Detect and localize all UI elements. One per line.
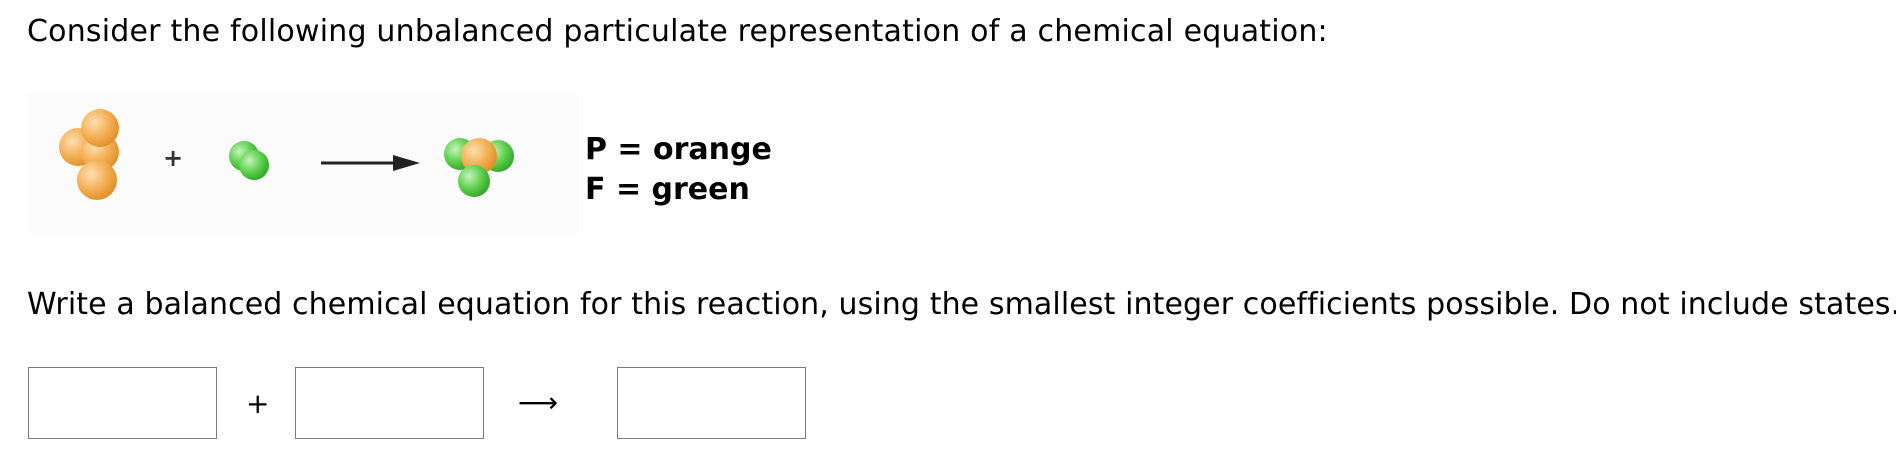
p4-molecule: [59, 109, 119, 200]
pf3-molecule: [444, 138, 514, 197]
f2-molecule: [229, 141, 269, 180]
reaction-diagram: +: [59, 109, 514, 200]
reactant-1-input[interactable]: [28, 367, 217, 439]
plus-symbol: +: [163, 144, 183, 172]
prompt-text: Consider the following unbalanced partic…: [27, 14, 1328, 49]
color-legend: P = orange F = green: [585, 130, 772, 210]
product-1-input[interactable]: [617, 367, 806, 439]
instruction-text: Write a balanced chemical equation for t…: [27, 287, 1896, 322]
legend-phosphorus: P = orange: [585, 132, 772, 167]
answer-plus-symbol: +: [246, 387, 270, 420]
legend-fluorine: F = green: [585, 172, 750, 207]
answer-arrow-icon: ⟶: [518, 386, 559, 419]
reactant-2-input[interactable]: [295, 367, 484, 439]
particulate-figure: +: [28, 94, 579, 233]
reaction-arrow: [321, 155, 420, 171]
